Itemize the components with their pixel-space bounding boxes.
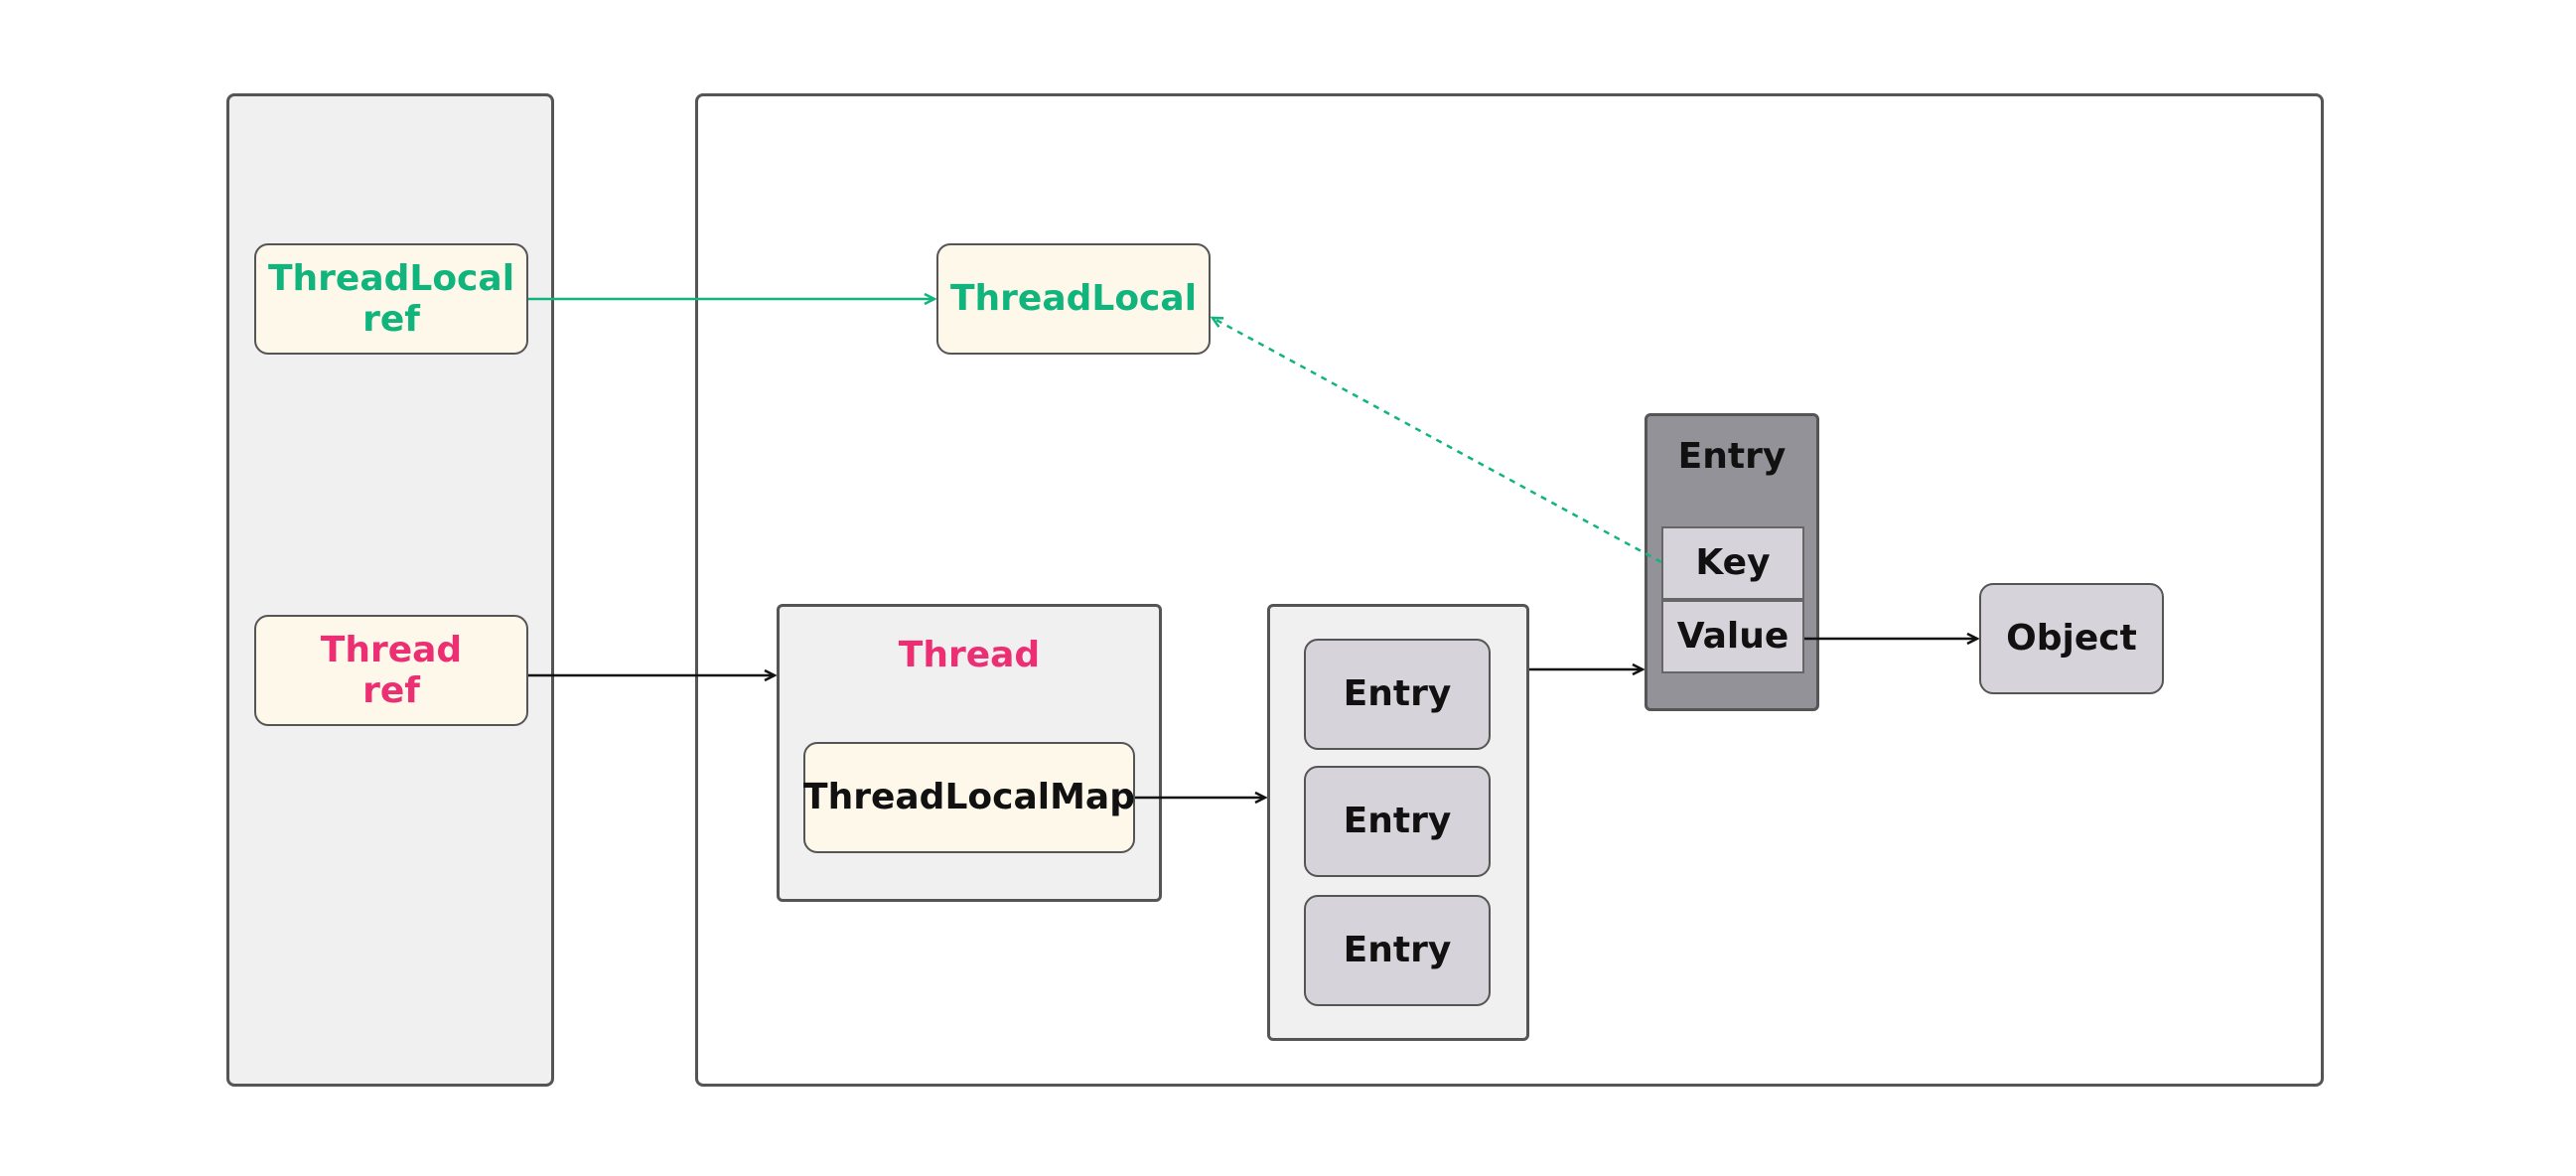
entry-item: Entry bbox=[1304, 766, 1491, 877]
entry-item: Entry bbox=[1304, 639, 1491, 750]
object-node: Object bbox=[1979, 583, 2164, 694]
threadlocalmap-node: ThreadLocalMap bbox=[803, 742, 1135, 853]
entry-detail-title: Entry bbox=[1677, 436, 1787, 477]
entry-item: Entry bbox=[1304, 895, 1491, 1006]
thread-title: Thread bbox=[898, 635, 1041, 675]
stack-panel bbox=[226, 93, 554, 1087]
entry-value: Value bbox=[1661, 600, 1804, 673]
entry-key: Key bbox=[1661, 526, 1804, 600]
threadlocal-node: ThreadLocal bbox=[936, 243, 1211, 355]
thread-ref-node: Thread ref bbox=[254, 615, 528, 726]
threadlocal-ref-node: ThreadLocal ref bbox=[254, 243, 528, 355]
